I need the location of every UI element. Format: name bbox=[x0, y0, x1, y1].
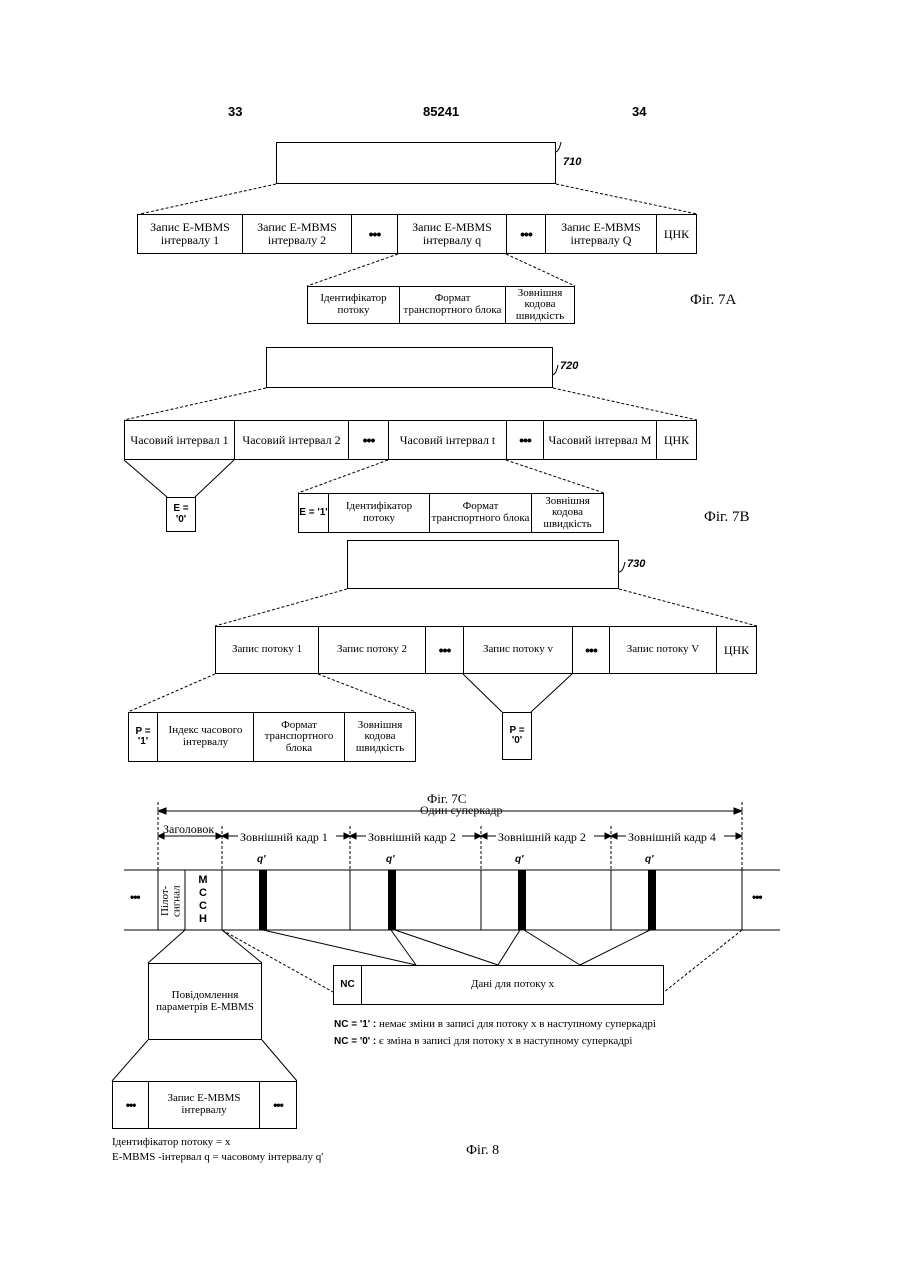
fig7a-cell-2: Запис E-MBMS інтервалу 2 bbox=[242, 214, 352, 254]
fig7b-slot-2: Часовий інтервал 2 bbox=[234, 420, 349, 460]
timeline-ellipsis-right: ••• bbox=[752, 890, 762, 904]
fig7c-ellipsis-2: ••• bbox=[572, 626, 610, 674]
q-mark-2: q' bbox=[386, 854, 395, 865]
nc0-legend: NC = '0' : є зміна в записі для потоку х… bbox=[334, 1035, 632, 1047]
fig7c-stream-2: Запис потоку 2 bbox=[318, 626, 426, 674]
fig7b-top-box bbox=[266, 347, 553, 388]
mcch-label: M C C H bbox=[196, 874, 210, 926]
fig7a-ellipsis-1: ••• bbox=[351, 214, 398, 254]
q-slot-3 bbox=[518, 870, 526, 930]
header-label: Заголовок bbox=[163, 822, 214, 837]
fig7a-outer-rate: Зовнішня кодова швидкість bbox=[505, 286, 575, 324]
nc0-key: NC = '0' : bbox=[334, 1036, 376, 1047]
fig7c-stream-v: Запис потоку v bbox=[463, 626, 573, 674]
fig7a-tb-format: Формат транспортного блока bbox=[399, 286, 506, 324]
pilot-signal-label: Пілот-сигнал bbox=[160, 876, 182, 926]
fig7b-slot-M: Часовий інтервал М bbox=[543, 420, 657, 460]
mcch-c1: C bbox=[196, 887, 210, 900]
ref-730-leader bbox=[619, 562, 625, 572]
fig7c-slot-index: Індекс часового інтервалу bbox=[157, 712, 254, 762]
record-ellipsis-right: ••• bbox=[259, 1081, 297, 1129]
nc1-legend: NC = '1' : немає зміни в записі для пото… bbox=[334, 1018, 656, 1030]
fig7a-stream-id: Ідентифікатор потоку bbox=[307, 286, 400, 324]
fig7b-ellipsis-2: ••• bbox=[506, 420, 544, 460]
superframe-label: Один суперкадр bbox=[420, 803, 502, 818]
footnote-slot: E-MBMS -інтервал q = часовому інтервалу … bbox=[112, 1151, 323, 1163]
parameter-message-box: Повідомлення параметрів E-MBMS bbox=[148, 963, 262, 1040]
fig7a-cell-Q: Запис E-MBMS інтервалу Q bbox=[545, 214, 657, 254]
q-slot-1 bbox=[259, 870, 267, 930]
outer-frame-1-label: Зовнішній кадр 1 bbox=[240, 830, 328, 845]
fig7c-stream-1: Запис потоку 1 bbox=[215, 626, 319, 674]
fig7b-slot-1: Часовий інтервал 1 bbox=[124, 420, 235, 460]
timeline-ellipsis-left: ••• bbox=[130, 890, 140, 904]
fig7a-ellipsis-2: ••• bbox=[506, 214, 546, 254]
q-mark-3: q' bbox=[515, 854, 524, 865]
stream-data-box: Дані для потоку х bbox=[361, 965, 664, 1005]
fig7c-ellipsis-1: ••• bbox=[425, 626, 464, 674]
fig7c-stream-V: Запис потоку V bbox=[609, 626, 717, 674]
mcch-c2: C bbox=[196, 900, 210, 913]
fig7c-ref: 730 bbox=[627, 558, 645, 570]
fig7a-top-box bbox=[276, 142, 556, 184]
mcch-m: M bbox=[196, 874, 210, 887]
fig7b-crc: ЦНК bbox=[656, 420, 697, 460]
fig8-caption: Фіг. 8 bbox=[466, 1143, 499, 1159]
nc1-key: NC = '1' : bbox=[334, 1019, 376, 1030]
fig7a-cell-q: Запис E-MBMS інтервалу q bbox=[397, 214, 507, 254]
q-mark-4: q' bbox=[645, 854, 654, 865]
fig7b-slot-t: Часовий інтервал t bbox=[388, 420, 507, 460]
mcch-h: H bbox=[196, 913, 210, 926]
nc1-text: немає зміни в записі для потоку х в наст… bbox=[379, 1018, 656, 1030]
patent-number: 85241 bbox=[423, 104, 459, 119]
outer-frame-3-label: Зовнішній кадр 2 bbox=[498, 830, 586, 845]
fig7c-outer-rate: Зовнішня кодова швидкість bbox=[344, 712, 416, 762]
fig7b-stream-id: Ідентифікатор потоку bbox=[328, 493, 430, 533]
fig7b-e0-flag: E = '0' bbox=[166, 497, 196, 532]
fig7b-ellipsis-1: ••• bbox=[348, 420, 389, 460]
fig7c-p0-flag: P = '0' bbox=[502, 712, 532, 760]
record-ellipsis-left: ••• bbox=[112, 1081, 149, 1129]
fig7a-caption: Фіг. 7А bbox=[690, 292, 736, 309]
fig7c-top-box bbox=[347, 540, 619, 589]
fig7c-crc: ЦНК bbox=[716, 626, 757, 674]
fig7a-ref: 710 bbox=[563, 156, 581, 168]
outer-frame-2-label: Зовнішній кадр 2 bbox=[368, 830, 456, 845]
nc0-text: є зміна в записі для потоку х в наступно… bbox=[379, 1035, 632, 1047]
fig7b-caption: Фіг. 7В bbox=[704, 509, 749, 526]
fig7a-crc: ЦНК bbox=[656, 214, 697, 254]
q-slot-2 bbox=[388, 870, 396, 930]
record-box: Запис E-MBMS інтервалу bbox=[148, 1081, 260, 1129]
fig7b-ref: 720 bbox=[560, 360, 578, 372]
q-mark-1: q' bbox=[257, 854, 266, 865]
q-slot-4 bbox=[648, 870, 656, 930]
fig7c-tb-format: Формат транспортного блока bbox=[253, 712, 345, 762]
fig7a-cell-1: Запис E-MBMS інтервалу 1 bbox=[137, 214, 243, 254]
fig7b-e1-flag: E = '1' bbox=[298, 493, 329, 533]
nc-field: NC bbox=[333, 965, 362, 1005]
fig7b-tb-format: Формат транспортного блока bbox=[429, 493, 532, 533]
outer-frame-4-label: Зовнішній кадр 4 bbox=[628, 830, 716, 845]
footnote-stream-id: Ідентифікатор потоку = x bbox=[112, 1136, 230, 1148]
left-page-number: 33 bbox=[228, 104, 242, 119]
fig7b-outer-rate: Зовнішня кодова швидкість bbox=[531, 493, 604, 533]
right-page-number: 34 bbox=[632, 104, 646, 119]
fig7c-p1-flag: P = '1' bbox=[128, 712, 158, 762]
